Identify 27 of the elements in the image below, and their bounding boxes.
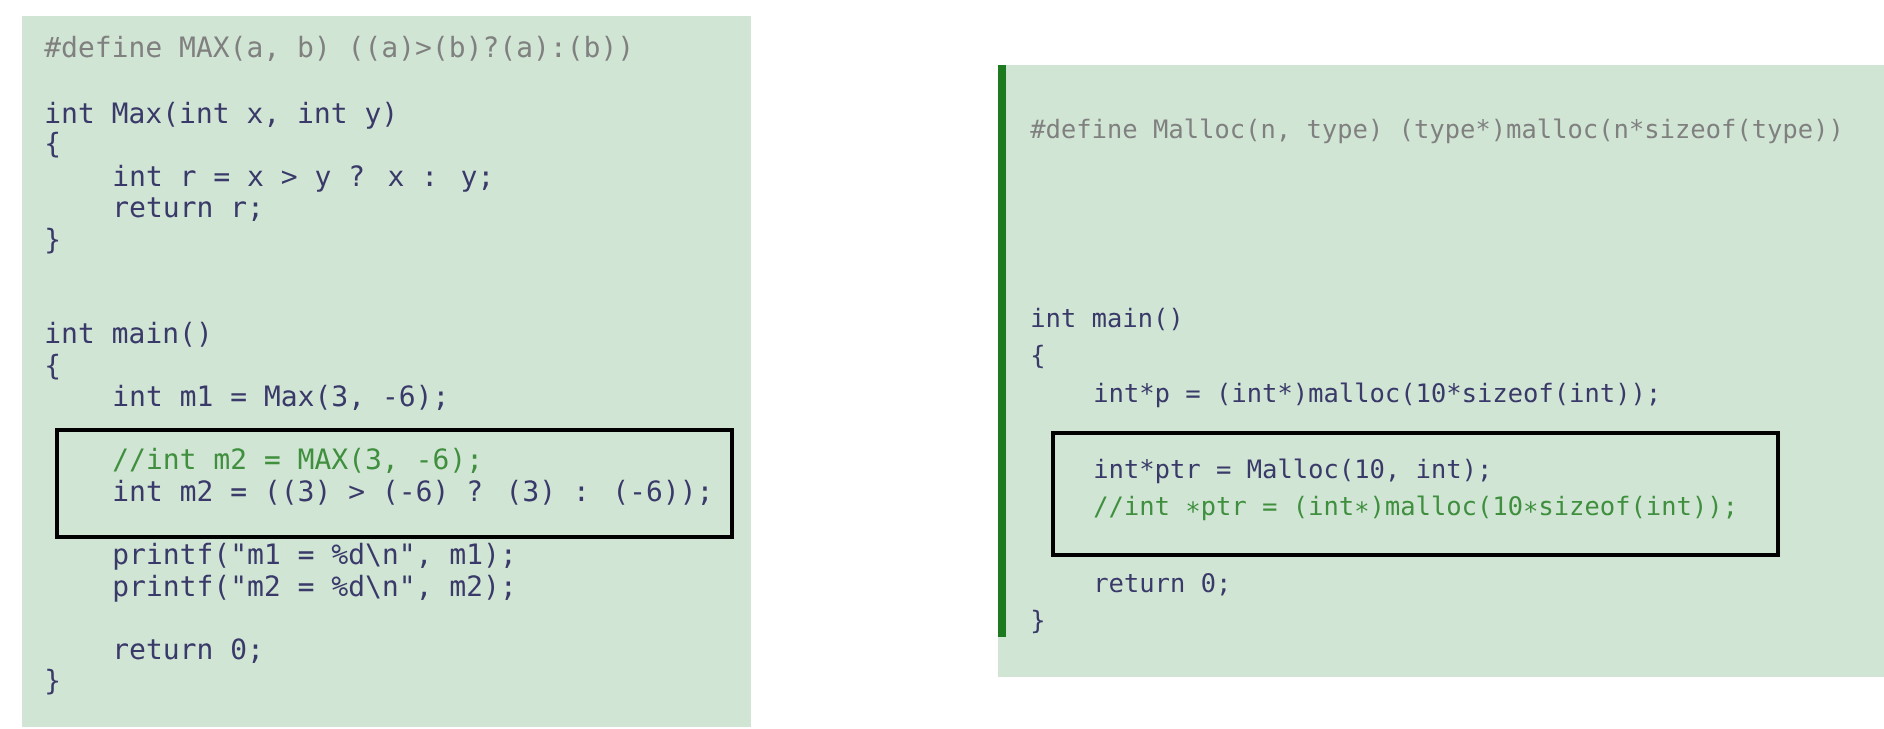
code-line: //int ∗ptr = (int∗)malloc(10∗sizeof(int)); [1094,495,1732,521]
code-line: int*ptr = Malloc(10, int); [1095,458,1487,484]
code-line: } [1032,609,1043,634]
code-line: return r; [117,197,258,221]
code-line: } [47,668,59,695]
code-line: { [47,353,59,380]
code-panel [22,16,751,727]
code-line: { [1032,344,1043,369]
code-line: #define Malloc(n, type) (type*)malloc(n*sizeof(type)) [1030,118,1839,144]
code-line: return 0; [117,638,258,663]
code-line: int m2 = ((3) > (-6) ? (3) : (-6)); [114,479,707,505]
code-line: //int m2 = MAX(3, -6); [113,447,477,473]
code-line: printf("m2 = %d\n", m2); [114,574,511,602]
code-line: int r = x > y ? x : y; [114,164,488,192]
code-line: printf("m1 = %d\n", m1); [114,542,511,570]
highlight-box [55,428,734,539]
code-line: int main() [46,321,207,347]
code-line: { [47,131,59,158]
code-line: int main() [1032,307,1179,331]
code-line: } [47,227,59,254]
code-line: #define MAX(a, b) ((a)>(b)?(a):(b)) [44,35,629,61]
code-panel [998,65,1884,677]
code-line: return 0; [1097,573,1226,596]
code-line: int Max(int x, int y) [46,101,393,129]
highlight-box [1051,431,1780,557]
code-line: int m1 = Max(3, -6); [114,384,443,410]
code-line: int*p = (int*)malloc(10*sizeof(int)); [1095,382,1656,408]
